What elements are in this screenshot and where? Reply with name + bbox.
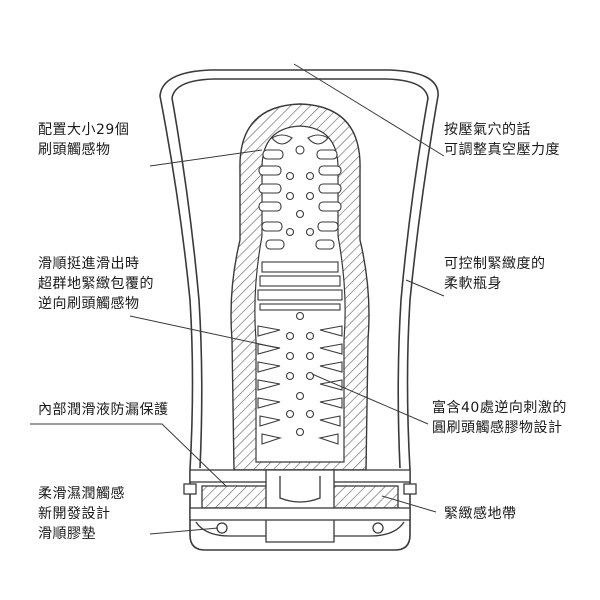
leader-reverse-brush bbox=[129, 315, 279, 349]
label-reverse-brush-line-3: 逆向刷頭觸感物 bbox=[38, 296, 140, 312]
leader-slip-pad bbox=[149, 527, 219, 535]
label-reverse-brush-line-1: 滑順挺進滑出時 bbox=[38, 256, 140, 272]
center-dots bbox=[285, 145, 315, 437]
leader-soft-bottle bbox=[405, 279, 445, 297]
label-tight-band: 緊緻感地帶 bbox=[444, 504, 517, 524]
label-slip-pad-line-2: 新開發設計 bbox=[38, 506, 111, 522]
label-reverse-brush-line-2: 超群地緊緻包覆的 bbox=[38, 276, 154, 292]
base-cap-assembly bbox=[183, 469, 417, 543]
label-air-hole-line-1: 按壓氣穴的話 bbox=[444, 122, 531, 138]
leader-lines bbox=[30, 63, 445, 535]
label-slip-pad-line-3: 滑順膠墊 bbox=[38, 526, 96, 542]
label-air-hole-line-2: 可調整真空壓力度 bbox=[444, 142, 560, 158]
leader-brush-count bbox=[149, 149, 263, 167]
inner-sleeve bbox=[230, 103, 370, 471]
reverse-brush-teeth bbox=[257, 325, 343, 445]
label-air-hole: 按壓氣穴的話 可調整真空壓力度 bbox=[444, 120, 560, 160]
label-reverse-brush: 滑順挺進滑出時 超群地緊緻包覆的 逆向刷頭觸感物 bbox=[38, 254, 154, 314]
label-brush-count-line-2: 刷頭觸感物 bbox=[38, 142, 111, 158]
label-round-brush-line-2: 圓刷頭觸感膠物設計 bbox=[432, 420, 563, 436]
leader-leak-protection bbox=[30, 423, 227, 487]
middle-ring-bands bbox=[257, 261, 343, 311]
leader-air-hole bbox=[293, 63, 445, 157]
leader-tight-band bbox=[381, 495, 437, 513]
top-brush-nubs bbox=[258, 134, 342, 250]
label-soft-bottle-line-2: 柔軟瓶身 bbox=[444, 276, 502, 292]
leader-round-brush bbox=[311, 373, 429, 425]
label-round-brush: 富含40處逆向刺激的 圓刷頭觸感膠物設計 bbox=[432, 398, 567, 438]
outer-cup-inner-line bbox=[171, 78, 429, 469]
label-round-brush-line-1: 富含40處逆向刺激的 bbox=[432, 400, 567, 416]
label-soft-bottle-line-1: 可控制緊緻度的 bbox=[444, 256, 546, 272]
label-soft-bottle: 可控制緊緻度的 柔軟瓶身 bbox=[444, 254, 546, 294]
label-tight-band-line-1: 緊緻感地帶 bbox=[444, 506, 517, 522]
label-brush-count: 配置大小29個 刷頭觸感物 bbox=[38, 120, 129, 160]
label-slip-pad-line-1: 柔滑濕潤觸感 bbox=[38, 486, 125, 502]
label-slip-pad: 柔滑濕潤觸感 新開發設計 滑順膠墊 bbox=[38, 484, 125, 544]
label-brush-count-line-1: 配置大小29個 bbox=[38, 122, 130, 138]
label-leak-protection-line-1: 內部潤滑液防漏保護 bbox=[38, 402, 169, 418]
label-leak-protection: 內部潤滑液防漏保護 bbox=[38, 400, 169, 420]
